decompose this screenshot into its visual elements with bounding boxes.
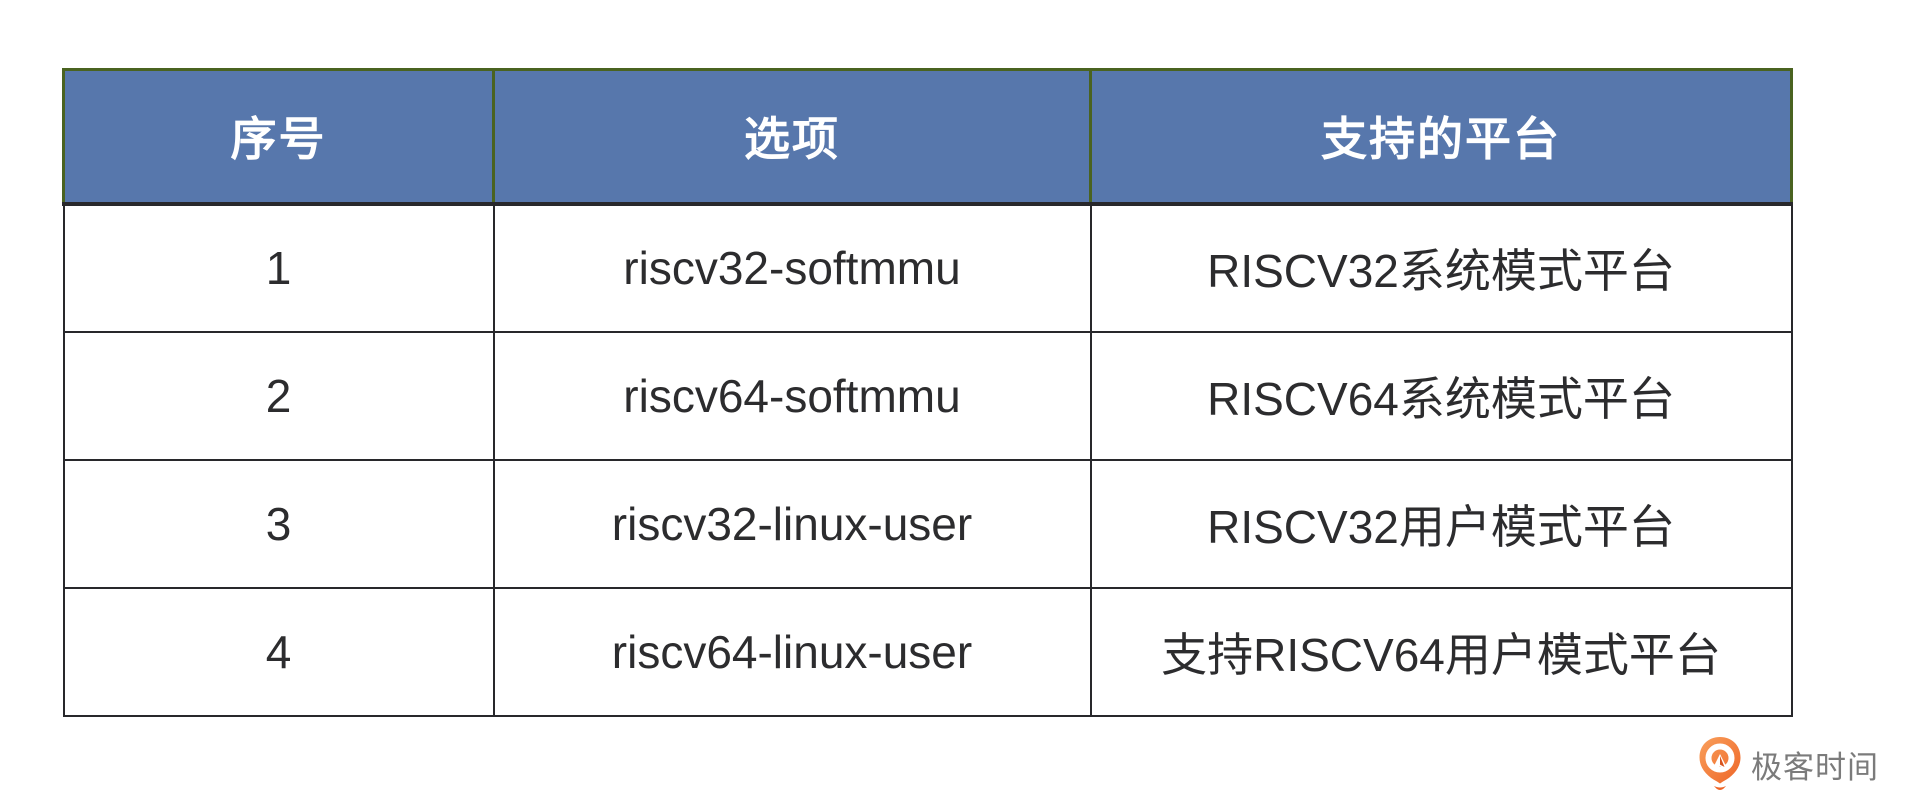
cell-number: 3	[62, 458, 495, 589]
geektime-watermark: 极客时间	[1698, 736, 1879, 792]
options-table-container: 序号 选项 支持的平台 1 riscv32-softmmu RISCV32系统模…	[62, 68, 1793, 717]
cell-number: 2	[62, 330, 495, 461]
cell-option: riscv32-softmmu	[492, 202, 1092, 333]
cell-option: riscv64-softmmu	[492, 330, 1092, 461]
cell-option: riscv32-linux-user	[492, 458, 1092, 589]
table-row: 2 riscv64-softmmu RISCV64系统模式平台	[62, 330, 1793, 461]
table-row: 4 riscv64-linux-user 支持RISCV64用户模式平台	[62, 586, 1793, 717]
cell-platform: 支持RISCV64用户模式平台	[1089, 586, 1793, 717]
cell-platform: RISCV32系统模式平台	[1089, 202, 1793, 333]
header-cell-option: 选项	[492, 68, 1092, 206]
cell-platform: RISCV32用户模式平台	[1089, 458, 1793, 589]
cell-option: riscv64-linux-user	[492, 586, 1092, 717]
geektime-logo-icon	[1698, 736, 1742, 792]
header-row: 序号 选项 支持的平台	[62, 68, 1793, 206]
header-cell-platform: 支持的平台	[1089, 68, 1793, 206]
cell-number: 1	[62, 202, 495, 333]
table-row: 1 riscv32-softmmu RISCV32系统模式平台	[62, 202, 1793, 333]
cell-platform: RISCV64系统模式平台	[1089, 330, 1793, 461]
options-table: 序号 选项 支持的平台 1 riscv32-softmmu RISCV32系统模…	[62, 68, 1793, 717]
table-row: 3 riscv32-linux-user RISCV32用户模式平台	[62, 458, 1793, 589]
header-cell-number: 序号	[62, 68, 495, 206]
cell-number: 4	[62, 586, 495, 717]
geektime-logo-text: 极客时间	[1751, 749, 1879, 785]
